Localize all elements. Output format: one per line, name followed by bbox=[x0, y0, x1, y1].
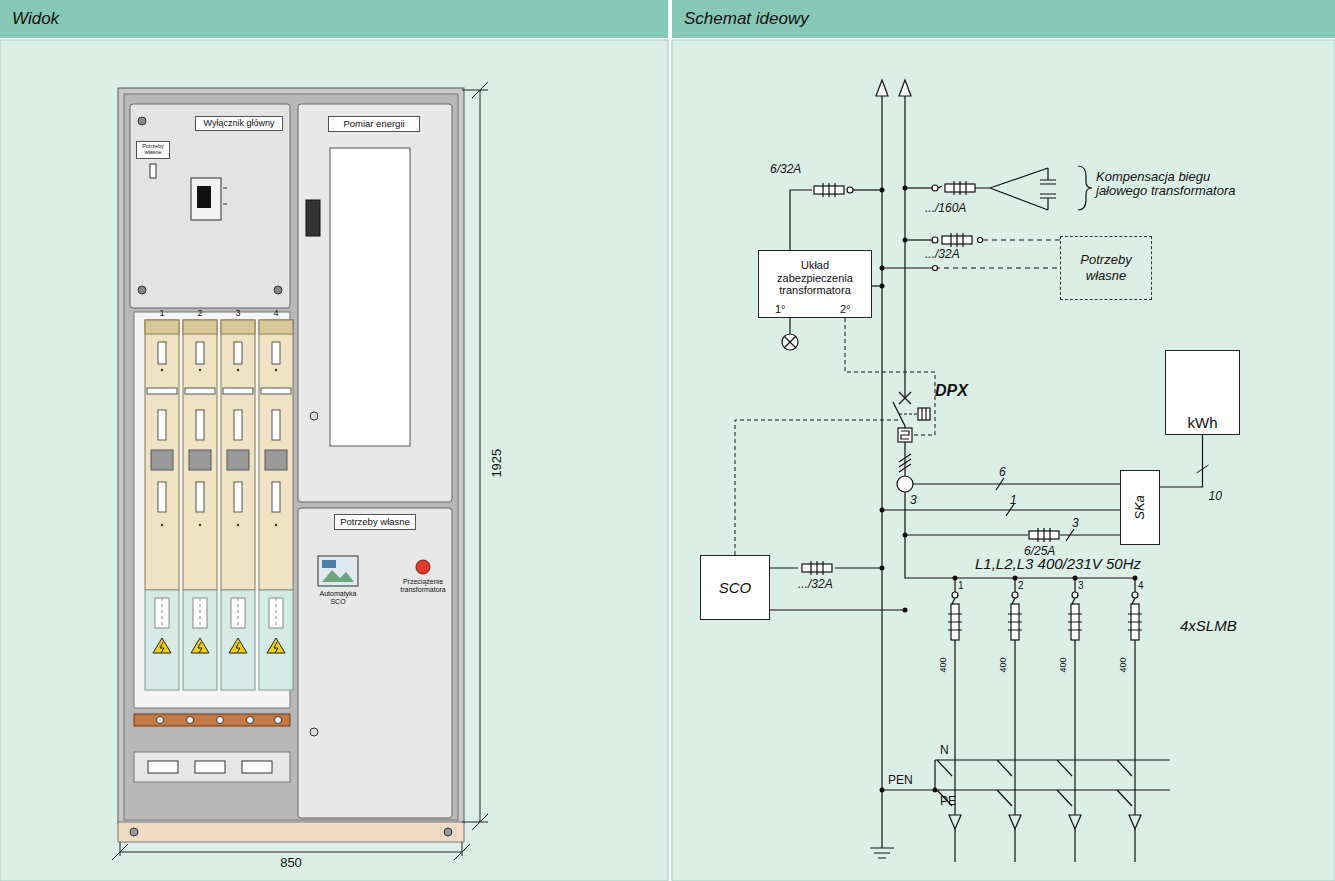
node-text: Pomiar energii bbox=[343, 119, 404, 129]
node-text: kWh bbox=[1188, 414, 1218, 431]
schematic-label: 1 bbox=[1010, 494, 1017, 507]
node-text: Schemat ideowy bbox=[684, 9, 809, 29]
schematic-label: Przeciążenie transformatora bbox=[398, 578, 448, 593]
node-text: Widok bbox=[12, 9, 59, 29]
header-band: Widok bbox=[0, 0, 668, 38]
node-text: SKa bbox=[1133, 495, 1148, 520]
device-box: Potrzeby własne bbox=[1060, 236, 1152, 300]
header-band: Schemat ideowy bbox=[672, 0, 1335, 38]
schematic-label: 2° bbox=[840, 303, 851, 315]
schematic-label: 4xSLMB bbox=[1180, 618, 1237, 635]
node-text: Wyłącznik główny bbox=[204, 119, 275, 128]
schematic-label: PE bbox=[940, 795, 956, 808]
panel-tag: Potrzeby własne bbox=[136, 141, 170, 159]
node-text: Układ zabezpieczenia transformatora bbox=[762, 259, 868, 297]
schematic-label: Kompensacja biegu jałowego transformator… bbox=[1096, 170, 1256, 199]
schematic-label: 400 bbox=[1059, 657, 1069, 672]
schematic-label: .../32A bbox=[925, 248, 960, 261]
schematic-label: 2 bbox=[1018, 580, 1024, 591]
schematic-label: 1° bbox=[775, 303, 786, 315]
schematic-label: 3 bbox=[910, 494, 917, 507]
schematic-label: 1925 bbox=[490, 449, 504, 478]
schematic-label: 2 bbox=[197, 309, 202, 319]
node-text: SCO bbox=[719, 579, 752, 596]
schematic-label: 4 bbox=[273, 309, 278, 319]
schematic-label: 3 bbox=[1078, 580, 1084, 591]
device-box: kWh bbox=[1165, 350, 1240, 435]
schematic-label: .../32A bbox=[798, 578, 833, 591]
schematic-label: L1,L2,L3 400/231V 50Hz bbox=[975, 556, 1141, 573]
panel-tag: Pomiar energii bbox=[328, 116, 420, 132]
panel-tag: Potrzeby własne bbox=[334, 514, 416, 530]
schematic-label: 400 bbox=[1119, 657, 1129, 672]
device-box: SCO bbox=[700, 555, 770, 620]
schematic-label: 6/32A bbox=[770, 163, 801, 176]
schematic-label: 1 bbox=[958, 580, 964, 591]
panel-tag: Wyłącznik główny bbox=[195, 116, 283, 131]
schematic-label: N bbox=[940, 744, 949, 757]
schematic-label: 400 bbox=[999, 657, 1009, 672]
schematic-label: 400 bbox=[939, 657, 949, 672]
schematic-label: 850 bbox=[280, 856, 302, 870]
schematic-label: PEN bbox=[888, 774, 913, 787]
schematic-label: 3 bbox=[1072, 517, 1079, 530]
schematic-label: DPX bbox=[935, 382, 968, 400]
wire-count: 10 bbox=[1209, 490, 1222, 503]
signal-wire bbox=[1160, 435, 1209, 487]
device-box: SKa bbox=[1120, 470, 1160, 545]
node-text: Potrzeby własne bbox=[139, 144, 167, 156]
schematic-label: 4 bbox=[1138, 580, 1144, 591]
schematic-label: 1 bbox=[159, 309, 164, 319]
node-text: Potrzeby własne bbox=[340, 517, 410, 527]
schematic-label: 6 bbox=[999, 466, 1006, 479]
schematic-label: Automatyka SCO bbox=[315, 590, 361, 605]
schematic-label: .../160A bbox=[925, 202, 966, 215]
node-text: Potrzeby własne bbox=[1064, 252, 1148, 283]
schematic-label: 3 bbox=[235, 309, 240, 319]
